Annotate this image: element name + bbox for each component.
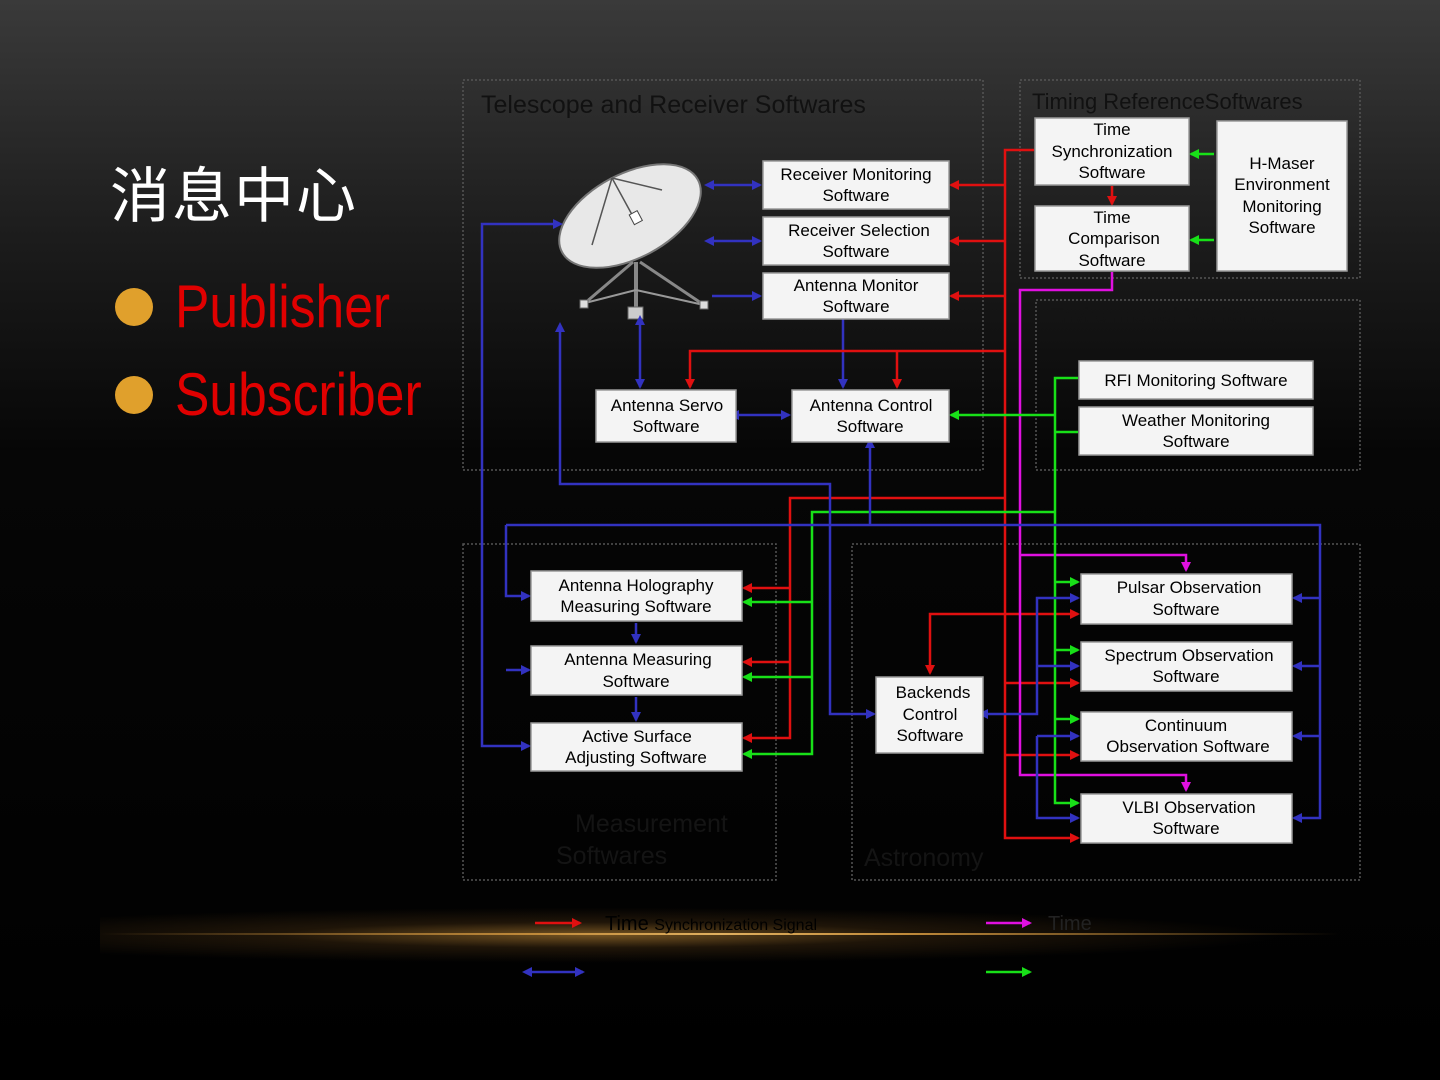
radio-telescope-icon [558, 163, 709, 320]
bullet-publisher: Publisher [115, 272, 425, 341]
vlbi-label-2: Software [1152, 819, 1219, 838]
antenna-monitor-box: Antenna Monitor Software [762, 272, 950, 320]
time-sync-box: Time Synchronization Software [1034, 117, 1190, 186]
backends-label-1: Backends [896, 683, 971, 702]
slide-title: 消息中心 [110, 162, 358, 232]
spectrum-label-2: Software [1152, 667, 1219, 686]
time-sync-label-2: Synchronization [1052, 142, 1173, 161]
floor-glow [100, 905, 1340, 965]
weather-box: Weather Monitoring Software [1078, 406, 1314, 456]
antenna-monitor-label-2: Software [822, 297, 889, 316]
hmaser-label-4: Software [1248, 218, 1315, 237]
pulsar-label-2: Software [1152, 600, 1219, 619]
receiver-selection-label-2: Software [822, 242, 889, 261]
antenna-servo-label-2: Software [632, 417, 699, 436]
antenna-control-box: Antenna Control Software [791, 389, 950, 443]
holography-box: Antenna Holography Measuring Software [530, 570, 743, 622]
antenna-control-label-2: Software [836, 417, 903, 436]
group-environment [1035, 299, 1361, 471]
pulsar-box: Pulsar Observation Software [1080, 573, 1293, 625]
vlbi-label-1: VLBI Observation [1122, 798, 1255, 817]
active-surface-label-1: Active Surface [582, 727, 692, 746]
receiver-monitoring-label-2: Software [822, 186, 889, 205]
time-sync-label-1: Time [1093, 120, 1130, 139]
antenna-servo-label-1: Antenna Servo [611, 396, 723, 415]
spectrum-box: Spectrum Observation Software [1080, 641, 1293, 692]
legend: Time Synchronization Signal Time [522, 913, 1092, 977]
receiver-monitoring-label-1: Receiver Monitoring [780, 165, 931, 184]
backends-label-2: Control [903, 705, 958, 724]
weather-label-2: Software [1162, 432, 1229, 451]
holography-label-2: Measuring Software [560, 597, 711, 616]
active-surface-box: Active Surface Adjusting Software [530, 722, 743, 772]
time-sync-label-3: Software [1078, 163, 1145, 182]
antenna-servo-box: Antenna Servo Software [595, 389, 737, 443]
bullet-label: Subscriber [175, 361, 422, 428]
legend-time-comparison-label: Time [1048, 913, 1092, 935]
hmaser-box: H-Maser Environment Monitoring Software [1216, 120, 1348, 272]
antenna-measuring-label-2: Software [602, 672, 669, 691]
bullet-dot-icon [115, 375, 153, 414]
group-title-measurement-2: Softwares [556, 842, 667, 870]
receiver-selection-box: Receiver Selection Software [762, 216, 950, 266]
antenna-measuring-label-1: Antenna Measuring [564, 650, 711, 669]
bullet-dot-icon [115, 287, 153, 326]
floor-glow-line [100, 933, 1340, 935]
group-title-measurement-1: Measurement [575, 810, 728, 838]
group-title-environment: Environmental Monitoring [1050, 305, 1277, 327]
time-comparison-label-1: Time [1093, 208, 1130, 227]
receiver-selection-label-1: Receiver Selection [788, 221, 930, 240]
hmaser-label-3: Monitoring [1242, 197, 1321, 216]
vlbi-box: VLBI Observation Software [1080, 793, 1293, 844]
time-comparison-box: Time Comparison Software [1034, 205, 1190, 272]
weather-label-1: Weather Monitoring [1122, 411, 1270, 430]
backends-label-3: Software [896, 726, 963, 745]
group-title-astronomy: Astronomy [864, 844, 984, 872]
group-title-telescope: Telescope and Receiver Softwares [481, 91, 866, 119]
antenna-monitor-label-1: Antenna Monitor [794, 276, 919, 295]
bullet-subscriber: Subscriber [115, 360, 462, 429]
backends-control-box: Backends Control Software [875, 676, 984, 754]
hmaser-label-1: H-Maser [1249, 154, 1315, 173]
pulsar-label-1: Pulsar Observation [1117, 578, 1262, 597]
active-surface-label-2: Adjusting Software [565, 748, 707, 767]
hmaser-label-2: Environment [1234, 175, 1330, 194]
group-title-timing: Timing ReferenceSoftwares [1032, 89, 1303, 114]
rfi-label: RFI Monitoring Software [1104, 371, 1287, 390]
time-comparison-label-3: Software [1078, 251, 1145, 270]
continuum-label-2: Observation Software [1106, 737, 1269, 756]
spectrum-label-1: Spectrum Observation [1104, 646, 1273, 665]
receiver-monitoring-box: Receiver Monitoring Software [762, 160, 950, 210]
group-timing [1019, 79, 1361, 279]
rfi-box: RFI Monitoring Software [1078, 360, 1314, 400]
holography-label-1: Antenna Holography [558, 576, 714, 595]
legend-time-sync-label: Time Synchronization Signal [605, 913, 817, 935]
time-comparison-label-2: Comparison [1068, 229, 1160, 248]
antenna-control-label-1: Antenna Control [810, 396, 933, 415]
continuum-box: Continuum Observation Software [1080, 711, 1293, 762]
continuum-label-1: Continuum [1145, 716, 1227, 735]
bullet-label: Publisher [175, 273, 391, 340]
antenna-measuring-box: Antenna Measuring Software [530, 645, 743, 696]
